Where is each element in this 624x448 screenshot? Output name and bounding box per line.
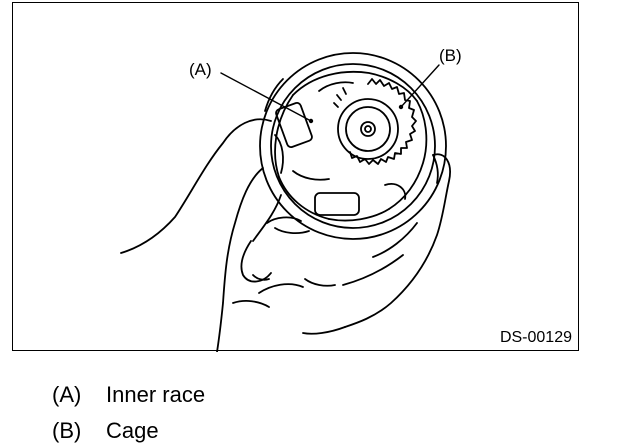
illustration-frame: (A) (B) DS-00129 [12,2,579,352]
cv-joint-illustration [120,52,451,352]
right-hand-drawing [302,153,451,335]
legend-item-a: (A) Inner race [52,383,205,407]
callout-label-a: (A) [189,60,212,79]
callout-dot-a [308,118,314,124]
callout-leader-a [220,72,312,122]
callout-label-b: (B) [439,46,462,65]
outer-race-drawing [259,52,447,240]
left-hand-drawing [120,118,310,352]
cage-drawing [274,70,428,222]
callout-dot-b [398,104,404,110]
inner-race-drawing [333,78,417,165]
legend-text: Cage [106,418,159,443]
legend-item-b: (B) Cage [52,419,159,443]
legend-text: Inner race [106,382,206,407]
figure-id: DS-00129 [499,329,572,346]
legend-key: (A) [52,382,82,407]
legend-key: (B) [52,418,82,443]
callout-leader-b [400,64,440,108]
